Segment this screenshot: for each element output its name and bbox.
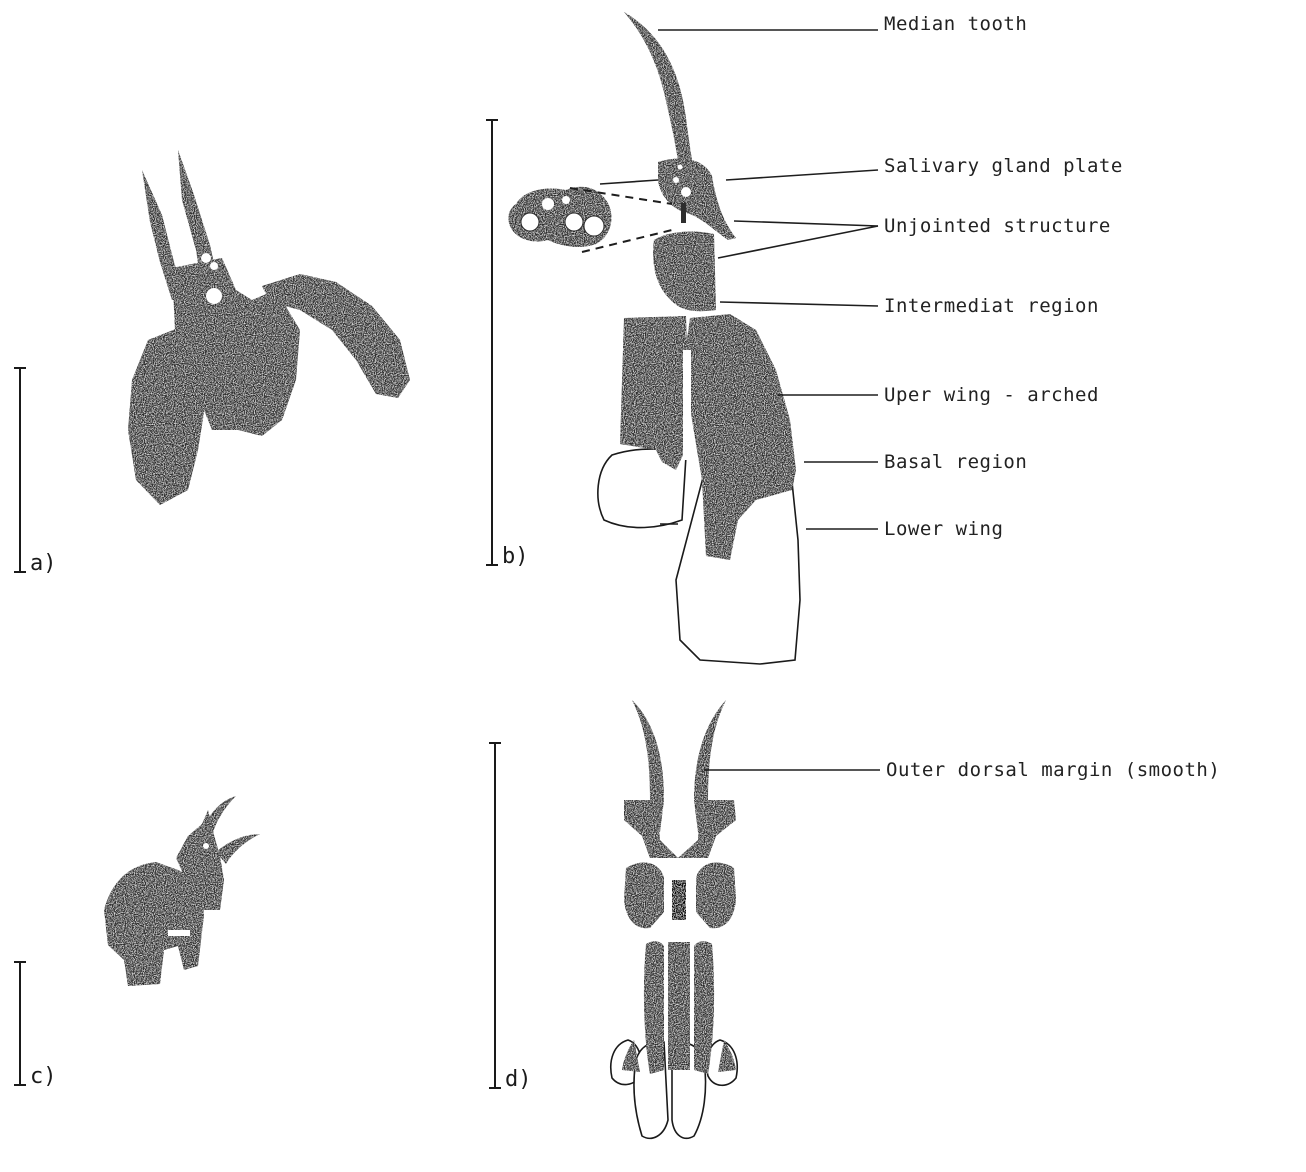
wing-gap xyxy=(683,350,691,460)
gland-hole xyxy=(681,187,691,197)
gland-hole xyxy=(678,165,683,170)
panel-label-b: b) xyxy=(502,544,529,569)
label-upper-wing: Uper wing - arched xyxy=(884,384,1099,406)
panel-d-specimen xyxy=(622,700,736,1074)
inset-hole xyxy=(584,216,604,236)
label-intermediate-region: Intermediat region xyxy=(884,295,1099,317)
scale-bar-a xyxy=(14,368,26,572)
unjointed-structure-bar xyxy=(681,203,686,223)
label-basal-region: Basal region xyxy=(884,451,1027,473)
inset-hole xyxy=(562,196,570,204)
specimen-hole xyxy=(203,843,209,849)
scale-bar-b xyxy=(486,120,498,565)
gland-hole xyxy=(673,177,679,183)
scale-bar-d xyxy=(489,743,501,1088)
scale-bar-c xyxy=(14,962,26,1085)
panel-label-a: a) xyxy=(30,551,57,576)
inset-hole xyxy=(521,213,539,231)
inset-hole xyxy=(542,198,554,210)
label-lower-wing: Lower wing xyxy=(884,518,1003,540)
panel-label-d: d) xyxy=(505,1067,532,1092)
panel-label-c: c) xyxy=(30,1064,57,1089)
label-median-tooth: Median tooth xyxy=(884,13,1027,35)
specimen-gap xyxy=(168,930,190,936)
label-salivary-gland-plate: Salivary gland plate xyxy=(884,155,1123,177)
panel-a-specimen xyxy=(128,150,410,505)
panel-c-specimen xyxy=(104,796,260,986)
inset-leader xyxy=(600,180,658,184)
inset-hole xyxy=(565,213,583,231)
label-outer-dorsal-margin: Outer dorsal margin (smooth) xyxy=(886,759,1220,781)
label-unjointed-structure: Unjointed structure xyxy=(884,215,1111,237)
